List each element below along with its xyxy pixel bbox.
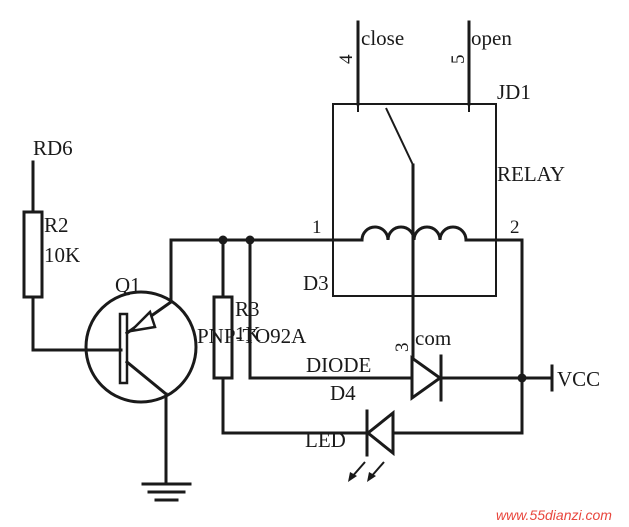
q1-transistor [84, 290, 198, 404]
top-bus-wire [169, 238, 360, 304]
relay-coil-icon [356, 225, 469, 242]
r2-value-label: 10K [44, 243, 80, 267]
d4-led [348, 409, 395, 482]
junction-dot [218, 235, 228, 245]
r3-ref-label: R3 [235, 297, 260, 321]
rd6-label: RD6 [33, 136, 73, 160]
base-wire [31, 295, 123, 352]
jd1-label: JD1 [497, 80, 531, 104]
switch-arm [385, 107, 414, 166]
pin4-label: 4 [336, 54, 357, 64]
pin3-label: 3 [392, 343, 413, 353]
d3-ref-label: D3 [303, 271, 329, 295]
r3-value-label: 1K [235, 322, 261, 346]
r2-ref-label: R2 [44, 213, 69, 237]
ground-icon [141, 482, 192, 502]
labels: RD6 R2 10K Q1 PNP-TO92A R3 1K close open… [33, 26, 612, 523]
d3-diode [410, 354, 443, 402]
d4-ref-label: D4 [330, 381, 356, 405]
q1-part-label: PNP-TO92A [197, 324, 307, 348]
junction-dot [517, 373, 527, 383]
junctions [218, 235, 527, 383]
r3-resistor [212, 295, 234, 380]
vcc-label: VCC [557, 367, 600, 391]
r2-resistor [22, 210, 44, 299]
watermark-text: www.55dianzi.com [496, 507, 612, 523]
d4-type-label: LED [305, 428, 346, 452]
transistor-base-bar [118, 312, 129, 385]
pin1-label: 1 [312, 217, 322, 238]
pin2-label: 2 [510, 217, 520, 238]
q1-ref-label: Q1 [115, 273, 141, 297]
relay-jd1 [332, 20, 497, 297]
led-wire [221, 376, 370, 435]
diode-anode-wire [248, 238, 414, 380]
relay-box [332, 103, 497, 297]
close-label: close [361, 26, 404, 50]
junction-dot [245, 235, 255, 245]
transistor-collector-leg [124, 359, 169, 397]
relay-label: RELAY [497, 162, 565, 186]
led-triangle-icon [365, 409, 395, 457]
transistor-arrow-icon [127, 309, 157, 333]
transistor-body [84, 290, 198, 404]
open-label: open [471, 26, 512, 50]
com-label: com [415, 326, 451, 350]
right-rail-wire [465, 238, 524, 435]
d3-type-label: DIODE [306, 353, 371, 377]
wires [31, 160, 552, 485]
diode-triangle-icon [410, 355, 443, 401]
pin5-label: 5 [448, 55, 469, 65]
